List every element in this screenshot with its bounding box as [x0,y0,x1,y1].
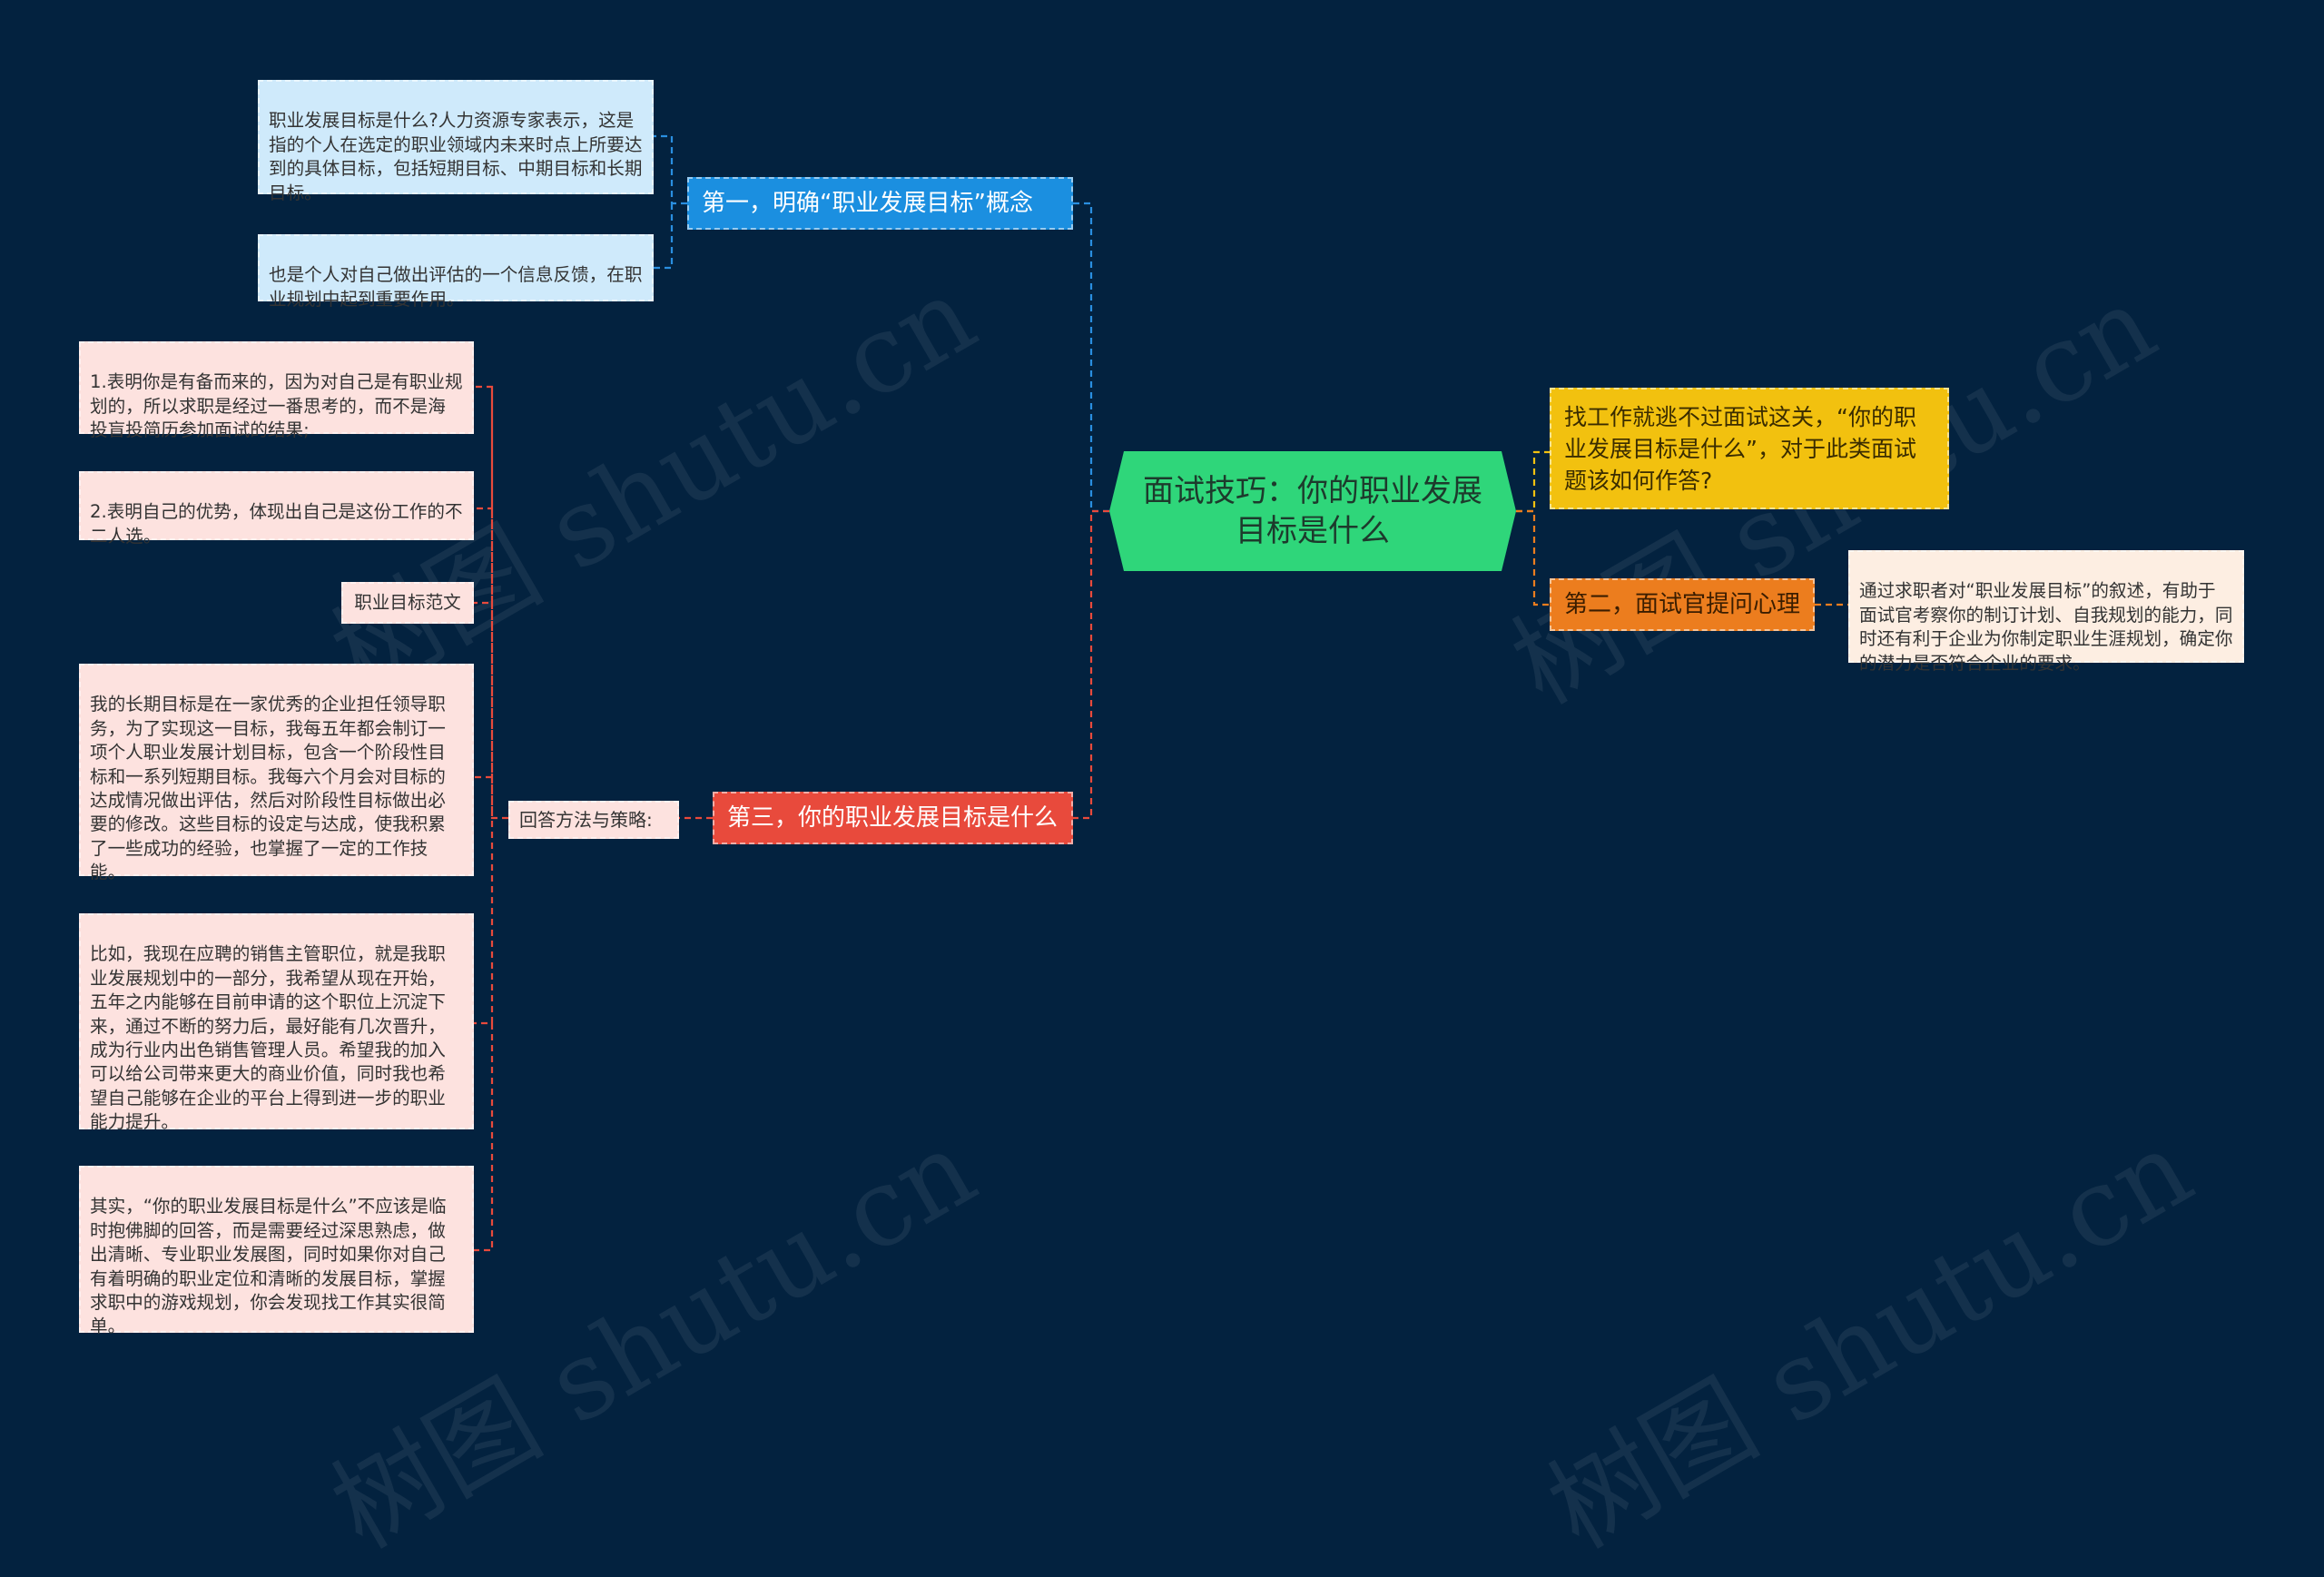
connector-lines [474,134,1848,1252]
branch-third[interactable]: 第三，你的职业发展目标是什么 [713,792,1073,844]
third-leaf-2[interactable]: 2.表明自己的优势，体现出自己是这份工作的不二人选。 [79,471,474,547]
central-topic[interactable]: 面试技巧：你的职业发展目标是什么 [1109,451,1516,571]
second-leaf-1-text: 通过求职者对“职业发展目标”的叙述，有助于面试官考察你的制订计划、自我规划的能力… [1859,580,2233,674]
connector-second [1516,509,1550,606]
connector-first-leaves [654,134,687,270]
branch-second[interactable]: 第二，面试官提问心理 [1550,578,1815,631]
first-leaf-2-text: 也是个人对自己做出评估的一个信息反馈，在职业规划中起到重要作用。 [269,264,643,310]
third-sub-label[interactable]: 回答方法与策略: [508,801,679,839]
branch-intro-label: 找工作就逃不过面试这关，“你的职业发展目标是什么”，对于此类面试题该如何作答? [1564,403,1916,494]
connector-third [1073,509,1109,820]
first-leaf-1[interactable]: 职业发展目标是什么?人力资源专家表示，这是指的个人在选定的职业领域内未来时点上所… [258,80,654,203]
third-leaf-1-text: 1.表明你是有备而来的，因为对自己是有职业规划的，所以求职是经过一番思考的，而不… [90,371,463,441]
third-leaf-6[interactable]: 其实，“你的职业发展目标是什么”不应该是临时抱佛脚的回答，而是需要经过深思熟虑，… [79,1166,474,1337]
second-leaf-1[interactable]: 通过求职者对“职业发展目标”的叙述，有助于面试官考察你的制订计划、自我规划的能力… [1848,550,2244,674]
third-leaf-1[interactable]: 1.表明你是有备而来的，因为对自己是有职业规划的，所以求职是经过一番思考的，而不… [79,341,474,440]
connector-sub-leaves [474,385,508,1252]
branch-third-label: 第三，你的职业发展目标是什么 [727,804,1059,832]
branch-intro[interactable]: 找工作就逃不过面试这关，“你的职业发展目标是什么”，对于此类面试题该如何作答? [1550,388,1949,509]
central-topic-text: 面试技巧：你的职业发展目标是什么 [1143,473,1482,549]
first-leaf-1-text: 职业发展目标是什么?人力资源专家表示，这是指的个人在选定的职业领域内未来时点上所… [269,110,643,203]
connector-intro [1516,450,1550,513]
first-leaf-2[interactable]: 也是个人对自己做出评估的一个信息反馈，在职业规划中起到重要作用。 [258,234,654,310]
third-leaf-3[interactable]: 职业目标范文 [341,582,474,624]
third-leaf-4[interactable]: 我的长期目标是在一家优秀的企业担任领导职务，为了实现这一目标，我每五年都会制订一… [79,664,474,882]
third-leaf-3-text: 职业目标范文 [354,592,461,613]
third-leaf-5-text: 比如，我现在应聘的销售主管职位，就是我职业发展规划中的一部分，我希望从现在开始，… [90,943,446,1133]
third-sub-label-text: 回答方法与策略: [519,809,653,831]
third-leaf-2-text: 2.表明自己的优势，体现出自己是这份工作的不二人选。 [90,501,463,547]
connector-first [1073,202,1109,513]
third-leaf-5[interactable]: 比如，我现在应聘的销售主管职位，就是我职业发展规划中的一部分，我希望从现在开始，… [79,913,474,1133]
branch-first-label: 第一，明确“职业发展目标”概念 [702,190,1033,217]
third-leaf-6-text: 其实，“你的职业发展目标是什么”不应该是临时抱佛脚的回答，而是需要经过深思熟虑，… [90,1196,447,1337]
third-leaf-4-text: 我的长期目标是在一家优秀的企业担任领导职务，为了实现这一目标，我每五年都会制订一… [90,694,446,883]
branch-second-label: 第二，面试官提问心理 [1564,591,1801,618]
branch-first[interactable]: 第一，明确“职业发展目标”概念 [687,177,1073,230]
